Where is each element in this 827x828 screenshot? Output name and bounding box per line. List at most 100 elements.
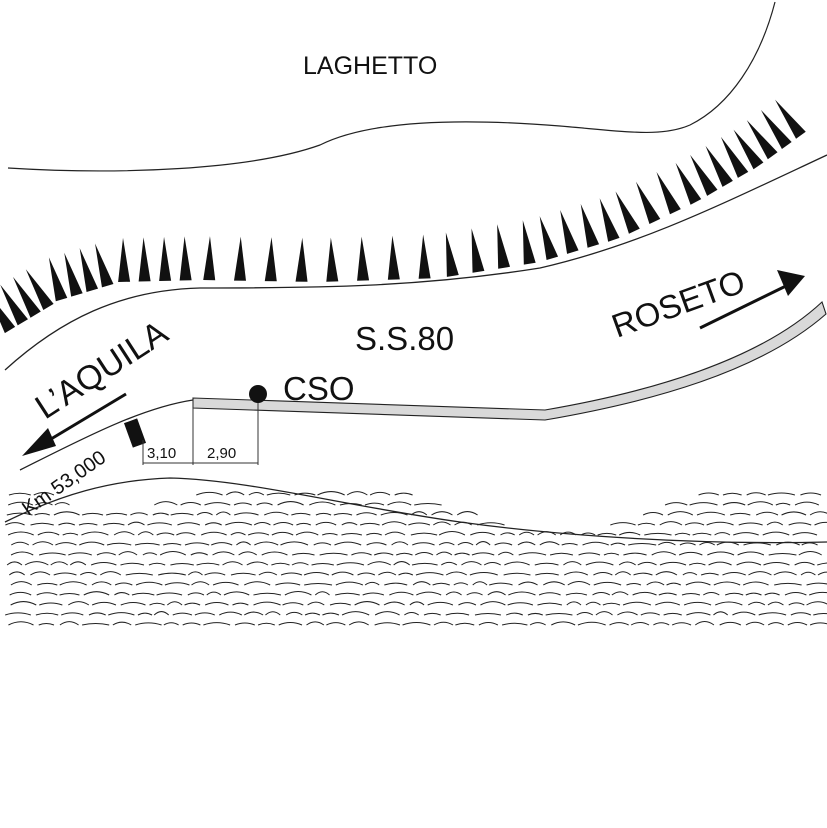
hachure-triangle bbox=[539, 216, 559, 261]
rock-stroke bbox=[800, 492, 822, 496]
rock-stroke bbox=[611, 591, 629, 596]
rock-stroke bbox=[391, 541, 409, 546]
rock-stroke bbox=[445, 571, 468, 576]
rock-stroke bbox=[114, 582, 133, 586]
rock-stroke bbox=[776, 541, 800, 546]
rock-stroke bbox=[708, 561, 732, 566]
rock-stroke bbox=[69, 561, 87, 566]
rock-stroke bbox=[91, 581, 112, 586]
rock-stroke bbox=[177, 522, 201, 526]
rock-stroke bbox=[537, 602, 563, 606]
rock-stroke bbox=[253, 601, 281, 606]
rock-stroke bbox=[480, 601, 506, 606]
hachure-triangle bbox=[95, 243, 114, 288]
rock-stroke bbox=[381, 521, 407, 526]
rock-stroke bbox=[706, 521, 734, 526]
rock-stroke bbox=[257, 622, 275, 626]
rock-stroke bbox=[684, 522, 705, 526]
rock-stroke bbox=[306, 621, 325, 626]
hachure-triangle bbox=[326, 237, 339, 282]
rock-stroke bbox=[184, 602, 201, 606]
rock-stroke bbox=[91, 601, 117, 606]
hachure-triangle bbox=[203, 236, 216, 281]
rock-stroke bbox=[595, 611, 613, 616]
rock-stroke bbox=[454, 552, 470, 556]
hachure-triangle bbox=[357, 236, 370, 281]
rock-stroke bbox=[404, 612, 420, 616]
hachure-triangle bbox=[118, 237, 131, 283]
rock-stroke bbox=[211, 542, 233, 546]
rock-stroke bbox=[53, 511, 80, 516]
rock-stroke bbox=[527, 612, 543, 616]
rock-stroke bbox=[148, 562, 166, 566]
rock-stroke bbox=[315, 521, 337, 526]
rock-stroke bbox=[487, 591, 506, 596]
hachure-triangle bbox=[580, 203, 600, 248]
rock-stroke bbox=[412, 542, 435, 546]
rock-stroke bbox=[336, 562, 365, 566]
rock-stroke bbox=[156, 592, 183, 596]
rock-stroke bbox=[292, 552, 315, 556]
rock-stroke bbox=[431, 511, 453, 516]
rock-stroke bbox=[83, 591, 110, 596]
rock-stroke bbox=[212, 551, 235, 556]
rock-stroke bbox=[90, 562, 117, 566]
rock-stroke bbox=[333, 512, 353, 516]
rock-stroke bbox=[433, 521, 451, 526]
rock-stroke bbox=[39, 602, 63, 606]
rock-stroke bbox=[182, 622, 201, 626]
rock-stroke bbox=[503, 572, 531, 576]
rock-stroke bbox=[10, 541, 30, 546]
rock-stroke bbox=[565, 592, 588, 596]
station-point bbox=[249, 385, 267, 403]
rock-stroke bbox=[566, 601, 582, 606]
rock-stroke bbox=[275, 582, 301, 586]
rock-stroke bbox=[261, 551, 288, 556]
rock-stroke bbox=[32, 541, 54, 546]
rock-stroke bbox=[156, 532, 175, 536]
rock-stroke bbox=[225, 521, 253, 526]
rock-stroke bbox=[622, 601, 652, 606]
rock-stroke bbox=[747, 601, 766, 606]
rock-stroke bbox=[346, 491, 368, 496]
rock-stroke bbox=[646, 581, 665, 586]
rock-stroke bbox=[763, 561, 790, 566]
rock-stroke bbox=[374, 611, 400, 616]
rock-stroke bbox=[630, 621, 650, 626]
rocky-slope-texture bbox=[5, 491, 827, 626]
rock-stroke bbox=[215, 511, 231, 516]
rock-stroke bbox=[304, 612, 321, 616]
rock-stroke bbox=[472, 581, 488, 586]
rock-stroke bbox=[408, 522, 431, 526]
rock-stroke bbox=[794, 561, 815, 566]
rock-stroke bbox=[538, 592, 561, 596]
rock-stroke bbox=[172, 612, 193, 616]
rock-stroke bbox=[762, 531, 790, 536]
rock-stroke bbox=[35, 502, 53, 506]
rock-stroke bbox=[164, 582, 190, 586]
rock-stroke bbox=[331, 571, 354, 576]
rock-stroke bbox=[457, 541, 474, 546]
rock-stroke bbox=[130, 512, 148, 516]
hachure-triangle bbox=[775, 99, 806, 139]
rock-stroke bbox=[659, 521, 683, 526]
rock-stroke bbox=[567, 581, 591, 586]
rock-stroke bbox=[507, 602, 534, 606]
rock-stroke bbox=[384, 531, 406, 536]
rock-stroke bbox=[534, 562, 559, 566]
rock-stroke bbox=[313, 542, 332, 546]
rock-stroke bbox=[153, 611, 170, 616]
rock-stroke bbox=[738, 522, 763, 526]
rock-stroke bbox=[781, 511, 807, 516]
rock-stroke bbox=[563, 561, 582, 566]
rock-stroke bbox=[34, 512, 50, 516]
rock-stroke bbox=[196, 562, 220, 566]
rock-stroke bbox=[30, 522, 54, 526]
rock-stroke bbox=[322, 612, 340, 616]
rock-stroke bbox=[166, 601, 183, 606]
rock-stroke bbox=[147, 522, 172, 526]
rock-stroke bbox=[170, 512, 194, 516]
rock-stroke bbox=[518, 581, 538, 586]
rock-stroke bbox=[577, 621, 606, 626]
hachure-triangle bbox=[635, 181, 661, 225]
